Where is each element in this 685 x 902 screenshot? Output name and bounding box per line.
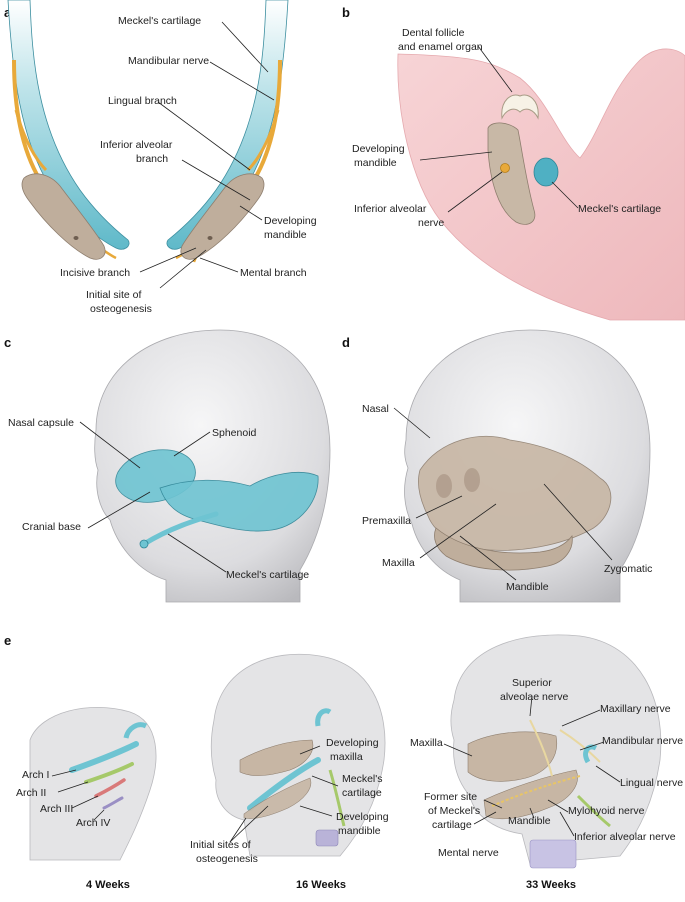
panel-d: d Nasal Premaxilla Maxilla Mandible Zygo… — [342, 329, 652, 603]
label-nasal-capsule: Nasal capsule — [8, 417, 74, 429]
label-initial-sites-2: osteogenesis — [196, 853, 258, 865]
label-meckels-cartilage: Meckel's cartilage — [118, 15, 201, 27]
label-mental-nerve: Mental nerve — [438, 847, 499, 859]
label-former-3: cartilage — [432, 819, 472, 831]
label-dental-follicle-1: Dental follicle — [402, 27, 465, 39]
label-inferior-alveolar-b-1: Inferior alveolar — [354, 203, 427, 215]
panel-e: e Arch I Arch II Arch III Arch IV 4 Week… — [4, 633, 683, 891]
label-developing-mandible-b-2: mandible — [354, 157, 397, 169]
label-sphenoid: Sphenoid — [212, 427, 257, 439]
meckels-cartilage-c — [141, 511, 219, 547]
arch-i — [69, 741, 139, 773]
label-mandibular-nerve-33: Mandibular nerve — [602, 735, 683, 747]
label-meckels-16-2: cartilage — [342, 787, 382, 799]
label-lingual-branch: Lingual branch — [108, 95, 177, 107]
meckels-cartilage-16 — [247, 757, 321, 811]
label-maxilla-d: Maxilla — [382, 557, 415, 569]
label-inferior-alveolar-33: Inferior alveolar nerve — [574, 831, 676, 843]
label-inferior-alveolar-2: branch — [136, 153, 168, 165]
panel-a-letter: a — [4, 5, 12, 20]
infant-head-c — [94, 329, 331, 603]
label-arch-ii: Arch II — [16, 787, 46, 799]
label-mylohyoid-nerve: Mylohyoid nerve — [568, 805, 645, 817]
label-maxilla-33: Maxilla — [410, 737, 443, 749]
label-arch-i: Arch I — [22, 769, 49, 781]
label-dev-maxilla-1: Developing — [326, 737, 379, 749]
developing-maxilla-16 — [239, 739, 314, 776]
panel-a: a Meckel's cartilage Mandibular nerve Li… — [4, 0, 317, 315]
label-mandible-33: Mandible — [508, 815, 551, 827]
label-premaxilla: Premaxilla — [362, 515, 411, 527]
age-4-weeks: 4 Weeks — [86, 879, 130, 891]
label-dev-mandible-16-2: mandible — [338, 825, 381, 837]
label-dev-maxilla-2: maxilla — [330, 751, 363, 763]
meckels-cartilage-b — [533, 157, 559, 187]
label-meckels-16-1: Meckel's — [342, 773, 383, 785]
lingual-branch-right — [246, 109, 280, 172]
maxilla-33 — [467, 731, 558, 782]
label-former-1: Former site — [424, 791, 477, 803]
label-nasal: Nasal — [362, 403, 389, 415]
label-developing-mandible-1: Developing — [264, 215, 317, 227]
developing-mandible-16 — [243, 777, 312, 819]
age-16-weeks: 16 Weeks — [296, 879, 346, 891]
label-dev-mandible-16-1: Developing — [336, 811, 389, 823]
inferior-alveolar-nerve-b — [500, 163, 510, 173]
label-maxillary-nerve: Maxillary nerve — [600, 703, 671, 715]
arch-iv — [102, 796, 124, 810]
mandible-33 — [483, 769, 578, 820]
label-mandible-d: Mandible — [506, 581, 549, 593]
mandible-d — [434, 527, 573, 571]
panel-c: c Nasal capsule Sphenoid Cranial base Me… — [4, 329, 331, 603]
skull-bones-d — [418, 435, 612, 551]
arch-ii — [84, 762, 134, 784]
label-zygomatic: Zygomatic — [604, 563, 652, 575]
age-33-weeks: 33 Weeks — [526, 879, 576, 891]
label-lingual-nerve: Lingual nerve — [620, 777, 683, 789]
label-cranial-base: Cranial base — [22, 521, 81, 533]
panel-b: b Dental follicle and enamel organ Devel… — [342, 5, 685, 321]
label-initial-sites-1: Initial sites of — [190, 839, 251, 851]
label-incisive-branch: Incisive branch — [60, 267, 130, 279]
label-osteogenesis-1: Initial site of — [86, 289, 142, 301]
fetus-16-weeks: Developing maxilla Meckel's cartilage De… — [190, 653, 389, 891]
tooth-bud — [501, 94, 539, 120]
label-arch-iv: Arch IV — [76, 817, 110, 829]
developing-mandible-b — [487, 122, 536, 225]
lingual-branch-left — [14, 109, 48, 172]
label-developing-mandible-b-1: Developing — [352, 143, 405, 155]
label-former-2: of Meckel's — [428, 805, 480, 817]
label-dental-follicle-2: and enamel organ — [398, 41, 483, 53]
embryo-4-weeks: Arch I Arch II Arch III Arch IV 4 Weeks — [16, 706, 157, 891]
label-meckels-cartilage-c: Meckel's cartilage — [226, 569, 309, 581]
label-mandibular-nerve: Mandibular nerve — [128, 55, 209, 67]
label-inferior-alveolar-b-2: nerve — [418, 217, 444, 229]
label-osteogenesis-2: osteogenesis — [90, 303, 152, 315]
label-developing-mandible-2: mandible — [264, 229, 307, 241]
developing-mandible-right — [180, 173, 265, 260]
panel-e-letter: e — [4, 633, 11, 648]
panel-c-letter: c — [4, 335, 11, 350]
label-arch-iii: Arch III — [40, 803, 73, 815]
label-superior-2: alveolae nerve — [500, 691, 568, 703]
panel-b-letter: b — [342, 5, 350, 20]
arch-iii — [94, 778, 126, 798]
label-inferior-alveolar-1: Inferior alveolar — [100, 139, 173, 151]
developing-mandible-left — [21, 173, 106, 260]
label-mental-branch: Mental branch — [240, 267, 307, 279]
label-superior-1: Superior — [512, 677, 552, 689]
label-meckels-cartilage-b: Meckel's cartilage — [578, 203, 661, 215]
panel-d-letter: d — [342, 335, 350, 350]
fetus-33-weeks: Superior alveolae nerve Maxillary nerve … — [410, 634, 683, 891]
